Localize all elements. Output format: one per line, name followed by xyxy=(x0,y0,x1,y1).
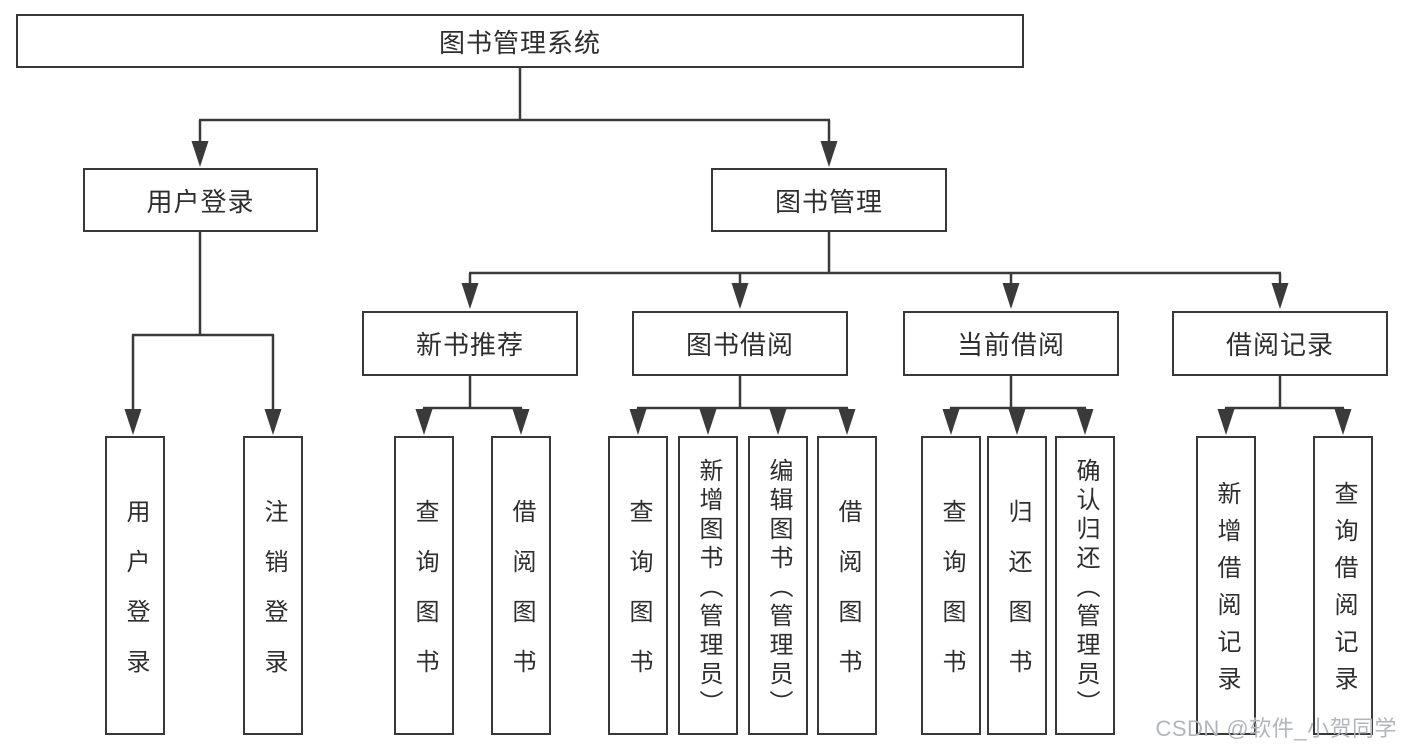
leaf-borrow-query-book: 查询图书 xyxy=(608,436,668,735)
node-borrow-record-label: 借阅记录 xyxy=(1225,330,1334,360)
arrow-down-icon xyxy=(629,409,647,435)
csdn-watermark: CSDN @软件_小贺同学 xyxy=(1155,716,1397,741)
leaf-borrow-borrow-book-label: 借阅图书 xyxy=(834,498,861,699)
leaf-newbook-borrow-book: 借阅图书 xyxy=(491,436,551,735)
arrow-down-icon xyxy=(461,283,479,309)
leaf-record-add-record-label: 新增借阅记录 xyxy=(1213,481,1240,703)
leaf-borrow-add-book-admin: 新增图书（管理员） xyxy=(678,436,738,735)
node-book-management: 图书管理 xyxy=(711,168,947,232)
leaf-newbook-query-book-label: 查询图书 xyxy=(411,498,438,699)
leaf-record-query-record-label: 查询借阅记录 xyxy=(1330,481,1357,703)
arrowheads xyxy=(124,141,1352,435)
leaf-record-query-record: 查询借阅记录 xyxy=(1313,436,1373,735)
arrow-down-icon xyxy=(1334,409,1352,435)
node-new-book-recommend-label: 新书推荐 xyxy=(415,330,524,360)
leaf-borrow-edit-book-admin-label: 编辑图书（管理员） xyxy=(765,457,792,719)
arrow-down-icon xyxy=(1076,409,1094,435)
node-user-login-label: 用户登录 xyxy=(146,186,255,217)
leaf-current-confirm-return-admin-label: 确认归还（管理员） xyxy=(1072,457,1099,719)
arrow-down-icon xyxy=(769,409,787,435)
arrow-down-icon xyxy=(838,409,856,435)
arrow-down-icon xyxy=(124,409,142,435)
node-current-borrow-label: 当前借阅 xyxy=(956,330,1065,360)
arrow-down-icon xyxy=(942,409,960,435)
node-book-borrow-label: 图书借阅 xyxy=(685,330,794,360)
node-root: 图书管理系统 xyxy=(16,14,1024,68)
leaf-current-confirm-return-admin: 确认归还（管理员） xyxy=(1055,436,1115,735)
arrow-down-icon xyxy=(1217,409,1235,435)
arrow-down-icon xyxy=(699,409,717,435)
leaf-newbook-query-book: 查询图书 xyxy=(394,436,454,735)
arrow-down-icon xyxy=(191,141,209,167)
leaf-current-return-book-label: 归还图书 xyxy=(1004,498,1031,699)
arrow-down-icon xyxy=(1271,283,1289,309)
node-borrow-record: 借阅记录 xyxy=(1172,311,1388,376)
arrow-down-icon xyxy=(731,283,749,309)
node-book-management-label: 图书管理 xyxy=(774,186,883,217)
leaf-borrow-add-book-admin-label: 新增图书（管理员） xyxy=(695,457,722,719)
node-root-label: 图书管理系统 xyxy=(438,27,601,58)
leaf-borrow-borrow-book: 借阅图书 xyxy=(817,436,877,735)
arrow-down-icon xyxy=(1002,283,1020,309)
node-new-book-recommend: 新书推荐 xyxy=(362,311,578,376)
leaf-logout-label: 注销登录 xyxy=(260,498,287,699)
node-current-borrow: 当前借阅 xyxy=(903,311,1119,376)
leaf-logout: 注销登录 xyxy=(243,436,303,735)
leaf-record-add-record: 新增借阅记录 xyxy=(1196,436,1256,735)
leaf-borrow-query-book-label: 查询图书 xyxy=(625,498,652,699)
node-book-borrow: 图书借阅 xyxy=(632,311,848,376)
arrow-down-icon xyxy=(512,409,530,435)
node-user-login: 用户登录 xyxy=(83,168,318,232)
arrow-down-icon xyxy=(415,409,433,435)
leaf-user-login-label: 用户登录 xyxy=(122,498,149,699)
leaf-current-return-book: 归还图书 xyxy=(987,436,1047,735)
arrow-down-icon xyxy=(264,409,282,435)
arrow-down-icon xyxy=(1008,409,1026,435)
leaf-user-login: 用户登录 xyxy=(105,436,165,735)
leaf-current-query-book: 查询图书 xyxy=(921,436,981,735)
leaf-current-query-book-label: 查询图书 xyxy=(938,498,965,699)
leaf-borrow-edit-book-admin: 编辑图书（管理员） xyxy=(748,436,808,735)
leaf-newbook-borrow-book-label: 借阅图书 xyxy=(508,498,535,699)
arrow-down-icon xyxy=(820,141,838,167)
